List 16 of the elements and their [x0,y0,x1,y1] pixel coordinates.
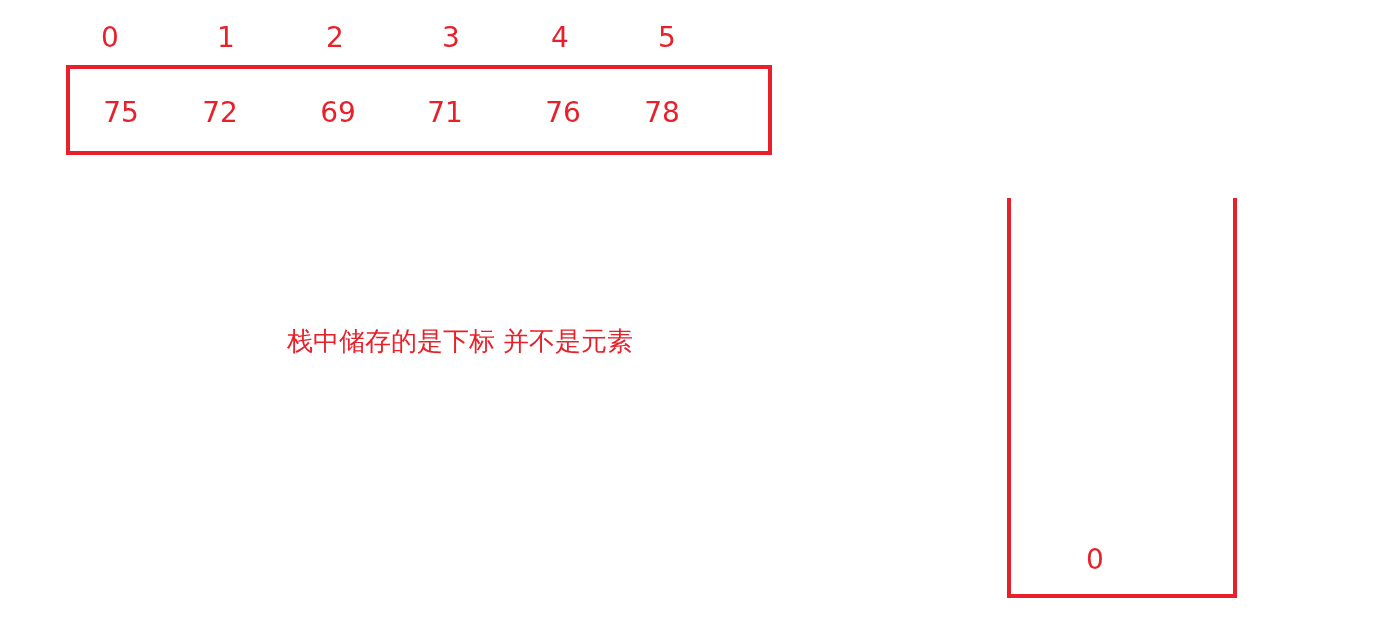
note-text: 栈中储存的是下标 并不是元素 [286,328,634,354]
array-value: 75 [103,99,139,127]
array-value: 78 [644,99,680,127]
array-value: 76 [545,99,581,127]
index-number: 3 [442,24,460,52]
index-number: 1 [217,24,235,52]
index-number: 4 [551,24,569,52]
array-box [66,65,772,155]
array-value: 71 [427,99,463,127]
array-value: 69 [320,99,356,127]
index-number: 0 [101,24,119,52]
index-number: 5 [658,24,676,52]
stack-item: 0 [1086,546,1104,574]
index-number: 2 [326,24,344,52]
stack-container [1007,198,1237,598]
array-value: 72 [202,99,238,127]
